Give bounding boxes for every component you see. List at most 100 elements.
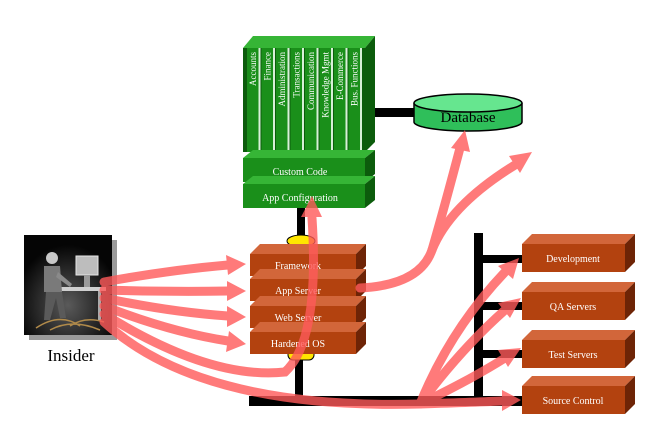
test-servers: Test Servers <box>522 330 635 368</box>
module-label: Finance <box>262 52 272 81</box>
arrow-head <box>498 348 521 367</box>
qa-servers-front <box>522 292 625 320</box>
app-server-top <box>250 269 366 279</box>
database-label: Database <box>441 110 496 126</box>
arrow-to-framework <box>99 255 246 287</box>
module-column <box>247 48 259 152</box>
arrow-shaft <box>427 160 520 255</box>
insider-body-icon <box>44 266 62 292</box>
environment-servers: Development QA Servers Test Servers Sour… <box>522 234 635 414</box>
database-top <box>413 93 523 113</box>
test-servers-front <box>522 340 625 368</box>
arrow-shaft <box>99 301 233 346</box>
arrow-outbound <box>427 152 532 255</box>
module-divider <box>258 48 261 152</box>
module-divider <box>316 48 319 152</box>
module-panel-top <box>243 36 375 48</box>
arrow-head <box>498 298 521 318</box>
module-label: E-Commerce <box>335 52 345 100</box>
app-server-label: App Server <box>275 286 321 297</box>
module-column <box>276 48 288 152</box>
arrow-head <box>226 255 246 275</box>
module-label: Accounts <box>248 52 258 86</box>
arrow-head <box>301 196 322 217</box>
app-configuration-side <box>365 176 375 208</box>
arrow-head <box>502 390 521 411</box>
app-configuration-block <box>243 184 365 208</box>
app-configuration-top <box>243 176 375 184</box>
module-column <box>305 48 317 152</box>
development-side <box>625 234 635 272</box>
arrow-shaft <box>415 353 510 409</box>
arrow-head <box>498 258 519 279</box>
module-column <box>261 48 273 152</box>
custom-code-side <box>365 150 375 182</box>
web-server-label: Web Server <box>275 313 322 324</box>
monitor-icon <box>75 255 99 276</box>
source-control-label: Source Control <box>543 396 604 407</box>
arrow-head <box>509 152 532 173</box>
arrow-shaft <box>415 267 510 409</box>
development-front <box>522 244 625 272</box>
module-label: Communication <box>306 52 316 110</box>
development-top <box>522 234 635 244</box>
web-server-side <box>356 296 366 328</box>
hardened-os-side <box>356 322 366 354</box>
test-servers-label: Test Servers <box>548 350 597 361</box>
custom-code-top <box>243 150 375 158</box>
os-to-bus-connector <box>295 360 303 404</box>
arrow-to-app-configuration <box>99 196 322 378</box>
module-divider <box>360 48 362 152</box>
arrow-shaft <box>99 213 318 378</box>
arrow-to-development <box>415 258 519 409</box>
rack-rung-development <box>474 255 524 263</box>
module-label: Administration <box>277 52 287 107</box>
insider-label: Insider <box>47 346 95 365</box>
qa-servers-side <box>625 282 635 320</box>
arrow-head <box>227 281 246 301</box>
arrow-to-source-control <box>99 317 521 411</box>
environment-rack-upright <box>474 233 483 405</box>
module-column <box>290 48 302 152</box>
insider-legs-icon <box>44 292 66 320</box>
app-configuration-label: App Configuration <box>262 193 338 204</box>
custom-code-label: Custom Code <box>273 167 328 178</box>
test-servers-top <box>522 330 635 340</box>
database-cylinder: Database <box>413 93 523 132</box>
module-divider <box>302 48 304 152</box>
monitor-stand-icon <box>84 275 90 287</box>
app-to-server-connector <box>297 208 305 238</box>
rack-rung-qa <box>474 302 524 310</box>
module-column <box>348 48 360 152</box>
arrow-to-hardened-os <box>99 301 246 352</box>
development-label: Development <box>546 254 600 265</box>
module-column <box>334 48 346 152</box>
insider-head-icon <box>46 252 58 264</box>
attack-arrows <box>99 130 532 411</box>
arrow-shaft <box>99 285 233 296</box>
module-divider <box>287 48 290 152</box>
qa-servers-label: QA Servers <box>550 302 596 313</box>
module-label: Knowledge Mgmt <box>320 52 330 118</box>
arrow-shaft <box>99 317 507 409</box>
arrow-head <box>451 130 470 152</box>
source-control-top <box>522 376 635 386</box>
source-control-front <box>522 386 625 414</box>
app-server-layer: App Server <box>250 269 366 301</box>
arrow-head <box>226 331 246 352</box>
arrow-shaft <box>99 260 233 287</box>
arrow-shaft <box>99 293 233 321</box>
arrow-to-web-server <box>99 293 246 327</box>
framework-side <box>356 244 366 276</box>
module-label: Bus. Functions <box>349 52 359 107</box>
test-servers-side <box>625 330 635 368</box>
desk-icon <box>60 287 106 291</box>
source-control-side <box>625 376 635 414</box>
framework-label: Framework <box>275 261 321 272</box>
module-divider <box>331 48 333 152</box>
module-panel-side <box>365 36 375 152</box>
arrow-to-test-servers <box>415 348 521 409</box>
